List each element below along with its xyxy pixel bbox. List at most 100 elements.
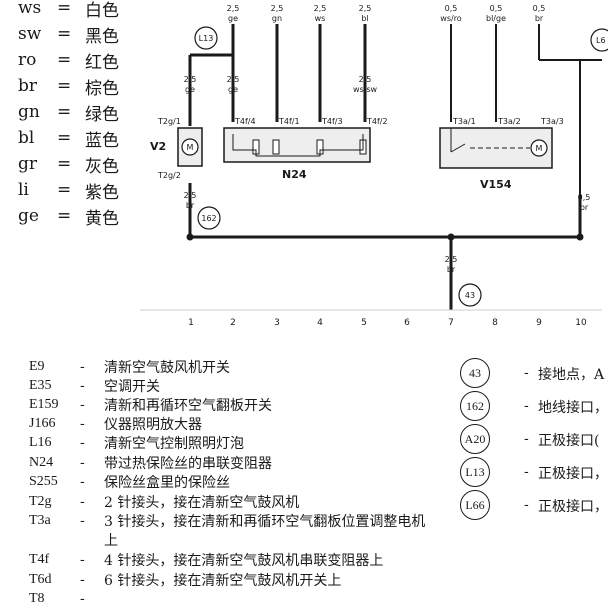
connector-dash: - xyxy=(524,365,529,381)
component-code: J166 xyxy=(29,416,56,431)
top-wire-color-6: bl/ge xyxy=(486,14,506,23)
color-legend-eq: = xyxy=(57,24,72,44)
color-legend-code: gn xyxy=(18,102,40,122)
component-dash: - xyxy=(80,416,85,432)
axis-number: 10 xyxy=(575,318,587,328)
terminal-t4f2: T4f/2 xyxy=(366,117,388,126)
color-legend-code: li xyxy=(18,180,29,200)
v2-wire-size: 2,5 xyxy=(184,75,197,84)
connector-dash: - xyxy=(524,398,529,414)
top-wire-size-3: 2,5 xyxy=(314,4,327,13)
connector-dash: - xyxy=(524,497,529,513)
ws-sw-wire-color: ws/sw xyxy=(353,85,378,94)
top-wire-size-2: 2,5 xyxy=(271,4,284,13)
ground-wire-size: 2,5 xyxy=(445,255,458,264)
connector-desc: 地线接口， xyxy=(538,400,608,416)
component-desc: 2 针接头，接在清新空气鼓风机 xyxy=(104,495,300,511)
color-legend-eq: = xyxy=(57,128,72,148)
component-n24-label: N24 xyxy=(282,168,307,181)
top-wire-color-1: ge xyxy=(228,14,238,23)
component-dash: - xyxy=(80,513,85,529)
color-legend-code: ge xyxy=(18,206,39,226)
component-desc: 6 针接头，接在清新空气鼓风机开关上 xyxy=(104,573,342,589)
top-wire-size-7: 0,5 xyxy=(533,4,546,13)
right-wire-size: 0,5 xyxy=(578,193,591,202)
top-wire-labels: 2,5 ge 2,5 gn 2,5 ws 2,5 bl 0,5 ws/ro 0,… xyxy=(227,4,546,23)
component-desc: 清新空气鼓风机开关 xyxy=(104,360,230,376)
color-legend-name: 红色 xyxy=(85,52,119,73)
connector-partial: L6 xyxy=(590,28,608,52)
component-v154-label: V154 xyxy=(480,178,512,191)
svg-text:162: 162 xyxy=(201,214,216,223)
ws-sw-wire-size: 2,5 xyxy=(359,75,372,84)
axis-number: 9 xyxy=(536,318,542,328)
component-v2-label: V2 xyxy=(150,140,166,153)
component-n24: N24 T4f/4 T4f/1 T4f/3 T4f/2 xyxy=(223,117,388,181)
component-desc: 仪器照明放大器 xyxy=(104,417,202,433)
axis-number: 6 xyxy=(404,318,410,328)
component-code: L16 xyxy=(29,435,52,450)
wires xyxy=(186,24,602,310)
color-legend-name: 绿色 xyxy=(85,104,119,125)
top-wire-color-2: gn xyxy=(272,14,282,23)
color-legend-eq: = xyxy=(57,206,72,226)
component-dash: - xyxy=(80,435,85,451)
color-legend-eq: = xyxy=(57,0,72,18)
component-desc: 带过热保险丝的串联变阻器 xyxy=(104,456,272,472)
component-code: T3a xyxy=(29,513,51,528)
connector-desc: 正极接口， xyxy=(538,466,608,482)
top-wire-size-1: 2,5 xyxy=(227,4,240,13)
terminal-t2g1: T2g/1 xyxy=(157,117,181,126)
motor-symbol-v2: M xyxy=(187,143,194,152)
color-legend-code: gr xyxy=(18,154,38,174)
component-desc: 清新和再循环空气翻板开关 xyxy=(104,398,272,414)
right-wire-color: br xyxy=(580,203,589,212)
color-legend-eq: = xyxy=(57,180,72,200)
component-code: T6d xyxy=(29,572,52,587)
color-legend-code: sw xyxy=(18,24,42,44)
component-dash: - xyxy=(80,474,85,490)
component-desc: 清新空气控制照明灯泡 xyxy=(104,436,244,452)
color-legend-name: 灰色 xyxy=(85,156,119,177)
component-code: E9 xyxy=(29,359,45,374)
n24-wire-color: ge xyxy=(228,85,238,94)
axis-number: 8 xyxy=(492,318,498,328)
component-dash: - xyxy=(80,552,85,568)
connector-circle: L66 xyxy=(460,490,490,520)
v2-ground-color: br xyxy=(186,201,195,210)
component-code: T2g xyxy=(29,494,52,509)
svg-text:43: 43 xyxy=(465,291,475,300)
component-code: T4f xyxy=(29,552,50,567)
axis-number: 2 xyxy=(230,318,236,328)
terminal-t3a3: T3a/3 xyxy=(540,117,564,126)
top-wire-color-5: ws/ro xyxy=(440,14,462,23)
n24-wire-size: 2,5 xyxy=(227,75,240,84)
axis-number: 3 xyxy=(274,318,280,328)
component-code: N24 xyxy=(29,455,54,470)
component-dash: - xyxy=(80,397,85,413)
component-dash: - xyxy=(80,591,85,607)
component-v2: M V2 T2g/1 T2g/2 xyxy=(150,117,203,180)
component-desc: 4 针接头，接在清新空气鼓风机串联变阻器上 xyxy=(104,553,384,569)
component-v154: M V154 T3a/1 T3a/2 T3a/3 xyxy=(439,117,564,191)
connector-circle: A20 xyxy=(460,424,490,454)
color-legend-eq: = xyxy=(57,154,72,174)
top-wire-color-7: br xyxy=(535,14,544,23)
top-wire-size-4: 2,5 xyxy=(359,4,372,13)
ground-wire-color: br xyxy=(447,265,456,274)
color-legend-eq: = xyxy=(57,50,72,70)
top-wire-size-6: 0,5 xyxy=(490,4,503,13)
v2-wire-color: ge xyxy=(185,85,195,94)
component-dash: - xyxy=(80,572,85,588)
connector-162: 162 xyxy=(197,206,221,230)
terminal-t4f3: T4f/3 xyxy=(321,117,343,126)
svg-text:L13: L13 xyxy=(199,34,214,43)
color-legend-eq: = xyxy=(57,102,72,122)
component-desc: 3 针接头，接在清新和再循环空气翻板位置调整电机上 xyxy=(104,514,426,549)
color-legend-name: 白色 xyxy=(85,0,119,21)
connector-circle: 162 xyxy=(460,391,490,421)
v2-ground-size: 2,5 xyxy=(184,191,197,200)
connector-desc: 正极接口( xyxy=(538,433,600,449)
